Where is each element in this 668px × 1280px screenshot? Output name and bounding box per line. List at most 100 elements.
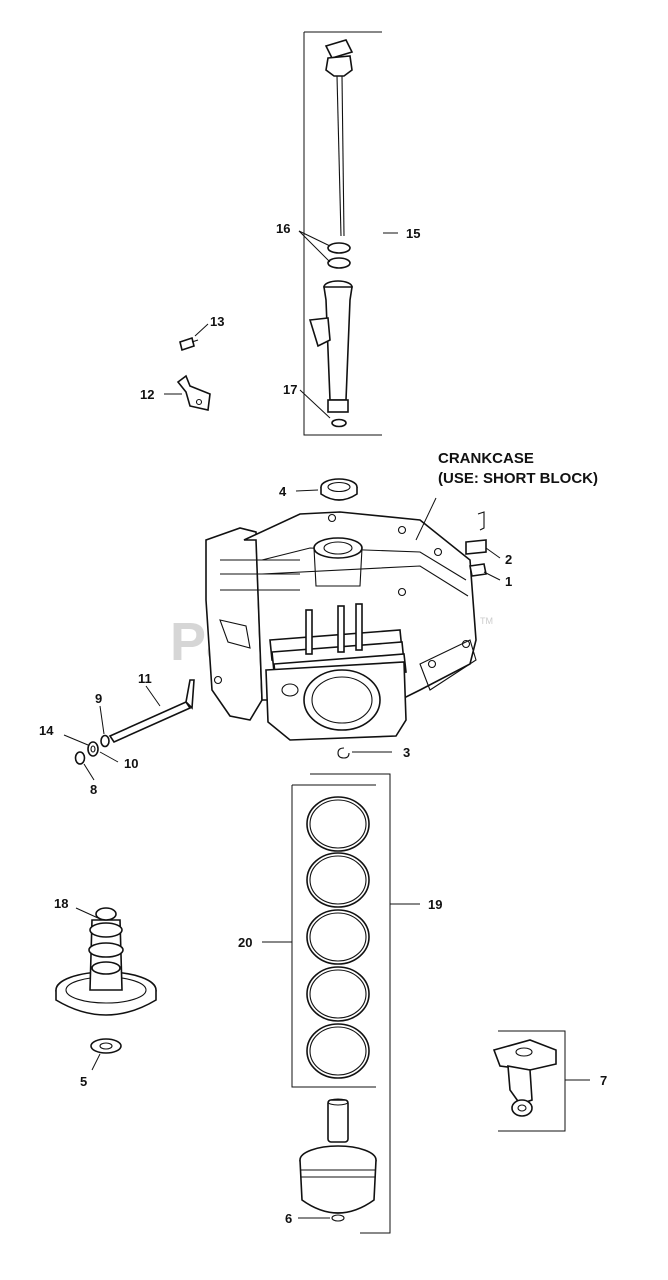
piston-ring-inner <box>309 912 367 962</box>
piston-pin-end <box>327 1098 349 1106</box>
callout-15[interactable]: 15 <box>406 226 420 241</box>
washer-10-hole <box>90 745 96 753</box>
cylinder-port <box>281 683 299 697</box>
crankcase-note: (USE: SHORT BLOCK) <box>438 470 598 487</box>
oil-seal-4 <box>320 478 358 501</box>
leader-17 <box>299 389 331 419</box>
crankcase-left-flange <box>205 527 263 721</box>
cam-gear-edge <box>55 990 157 1016</box>
callout-16[interactable]: 16 <box>276 221 290 236</box>
bearing-bore <box>323 541 353 555</box>
stud <box>305 609 313 655</box>
o-ring-17 <box>331 418 347 428</box>
clip <box>465 539 487 555</box>
callout-18[interactable]: 18 <box>54 896 68 911</box>
cylinder-bore-inner <box>311 676 373 724</box>
retaining-clip <box>337 747 350 759</box>
leader-9 <box>99 705 105 735</box>
leader-crankcase <box>415 497 437 541</box>
part-1 <box>469 563 487 577</box>
piston-ring-inner <box>309 969 367 1019</box>
callout-8[interactable]: 8 <box>90 782 97 797</box>
rod-big-end <box>515 1047 533 1057</box>
mount-tab <box>219 619 251 649</box>
rod-cap <box>492 1039 557 1071</box>
dipstick-tube <box>323 286 353 401</box>
piston-pin <box>327 1099 349 1143</box>
bolt-hole <box>327 513 337 523</box>
crankcase-title: CRANKCASE <box>438 450 534 467</box>
screw-13 <box>179 336 199 352</box>
mount-tab <box>419 639 477 691</box>
bolt-hole <box>433 547 443 557</box>
piston-ring <box>306 909 370 965</box>
piston-ring <box>306 852 370 908</box>
callout-1[interactable]: 1 <box>505 574 512 589</box>
cylinder-bore <box>303 669 381 731</box>
stud <box>355 603 363 651</box>
dipstick-rod-a <box>336 75 342 237</box>
callout-3[interactable]: 3 <box>403 745 410 760</box>
callout-5[interactable]: 5 <box>80 1074 87 1089</box>
screw-shank <box>191 339 199 343</box>
tube-bracket <box>308 317 331 348</box>
shaft-crank <box>185 679 195 710</box>
leader-8 <box>83 763 95 781</box>
washer-10 <box>87 741 99 757</box>
bracket-20 <box>291 785 376 1088</box>
piston-ring <box>306 966 370 1022</box>
bracket-hole <box>195 398 203 406</box>
rod-beam <box>507 1065 533 1105</box>
spacer-9 <box>100 734 110 748</box>
leader-5 <box>91 1053 101 1071</box>
pin <box>477 511 485 531</box>
callout-17[interactable]: 17 <box>283 382 297 397</box>
dipstick-rod-b <box>341 75 345 237</box>
washer-5 <box>90 1038 122 1054</box>
seal-side <box>320 487 358 501</box>
bolt-hole <box>427 659 437 669</box>
callout-9[interactable]: 9 <box>95 691 102 706</box>
callout-13[interactable]: 13 <box>210 314 224 329</box>
leader-16a <box>298 230 331 247</box>
piston-ring-inner <box>309 855 367 905</box>
crankcase <box>205 511 477 741</box>
governor-shaft-group <box>74 679 195 765</box>
callout-7[interactable]: 7 <box>600 1073 607 1088</box>
callout-11[interactable]: 11 <box>138 671 152 686</box>
callout-14[interactable]: 14 <box>39 723 54 738</box>
callout-19[interactable]: 19 <box>428 897 442 912</box>
leader-10 <box>99 751 119 763</box>
leader-4 <box>295 489 319 492</box>
bearing-boss <box>313 537 363 559</box>
nut-14 <box>74 751 86 765</box>
part-3 <box>337 747 350 759</box>
callout-20[interactable]: 20 <box>238 935 252 950</box>
part-2 <box>465 511 487 555</box>
seal-inner <box>327 481 351 493</box>
camshaft-18 <box>55 907 157 1016</box>
leader-1 <box>483 571 501 581</box>
callout-6[interactable]: 6 <box>285 1211 292 1226</box>
leader-2 <box>485 547 501 559</box>
leader-13 <box>194 323 209 337</box>
boss-wall <box>313 547 363 587</box>
piston-skirt <box>299 1159 377 1214</box>
piston-rings-group <box>291 773 391 1234</box>
callout-4[interactable]: 4 <box>279 484 287 499</box>
callout-2[interactable]: 2 <box>505 552 512 567</box>
bolt-hole <box>213 675 223 685</box>
cam-lobe <box>91 961 121 975</box>
washer-hole <box>99 1042 113 1050</box>
bolt-hole <box>397 525 407 535</box>
leader-16b <box>298 230 331 263</box>
rod-small-end <box>511 1099 533 1117</box>
callout-10[interactable]: 10 <box>124 756 138 771</box>
watermark-tm: TM <box>480 616 493 626</box>
washer-outer <box>90 1038 122 1054</box>
callout-12[interactable]: 12 <box>140 387 154 402</box>
washer <box>469 563 487 577</box>
cam-top <box>95 907 117 921</box>
bracket-7 <box>498 1030 566 1132</box>
